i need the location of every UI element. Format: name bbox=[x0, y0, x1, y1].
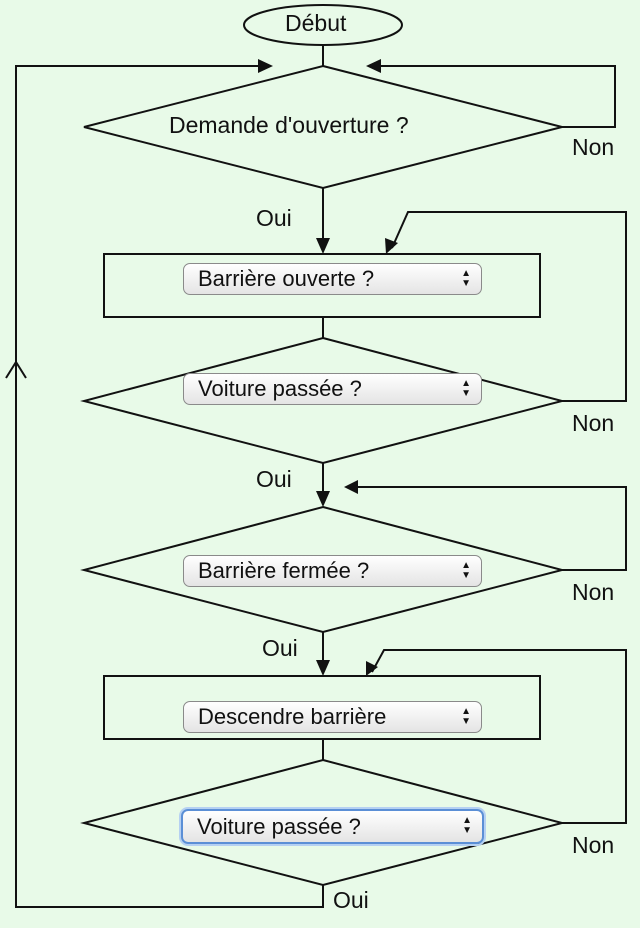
select-voiture-passee-1[interactable]: Voiture passée ? ▲▼ bbox=[183, 373, 482, 405]
yes-label-1: Oui bbox=[256, 205, 292, 231]
select-voiture-passee-2[interactable]: Voiture passée ? ▲▼ bbox=[181, 809, 484, 844]
updown-chevron-icon: ▲▼ bbox=[461, 378, 471, 399]
select-voiture-passee-1-label: Voiture passée ? bbox=[198, 376, 362, 401]
no-label-4: Non bbox=[572, 832, 615, 858]
select-barriere-fermee-label: Barrière fermée ? bbox=[198, 558, 370, 583]
updown-chevron-icon: ▲▼ bbox=[462, 815, 472, 836]
yes-label-2: Oui bbox=[256, 466, 292, 492]
select-descendre-barriere-label: Descendre barrière bbox=[198, 704, 387, 729]
select-barriere-fermee[interactable]: Barrière fermée ? ▲▼ bbox=[183, 555, 482, 587]
updown-chevron-icon: ▲▼ bbox=[461, 268, 471, 289]
no-label-1: Non bbox=[572, 134, 615, 160]
select-barriere-ouverte[interactable]: Barrière ouverte ? ▲▼ bbox=[183, 263, 482, 295]
updown-chevron-icon: ▲▼ bbox=[461, 560, 471, 581]
select-barriere-ouverte-label: Barrière ouverte ? bbox=[198, 266, 375, 291]
start-label: Début bbox=[285, 10, 347, 36]
no-label-3: Non bbox=[572, 579, 615, 605]
yes-label-4: Oui bbox=[333, 887, 369, 913]
question-label: Demande d'ouverture ? bbox=[169, 112, 409, 138]
no-label-2: Non bbox=[572, 410, 615, 436]
yes-label-3: Oui bbox=[262, 635, 298, 661]
select-descendre-barriere[interactable]: Descendre barrière ▲▼ bbox=[183, 701, 482, 733]
updown-chevron-icon: ▲▼ bbox=[461, 706, 471, 727]
select-voiture-passee-2-label: Voiture passée ? bbox=[197, 813, 361, 839]
